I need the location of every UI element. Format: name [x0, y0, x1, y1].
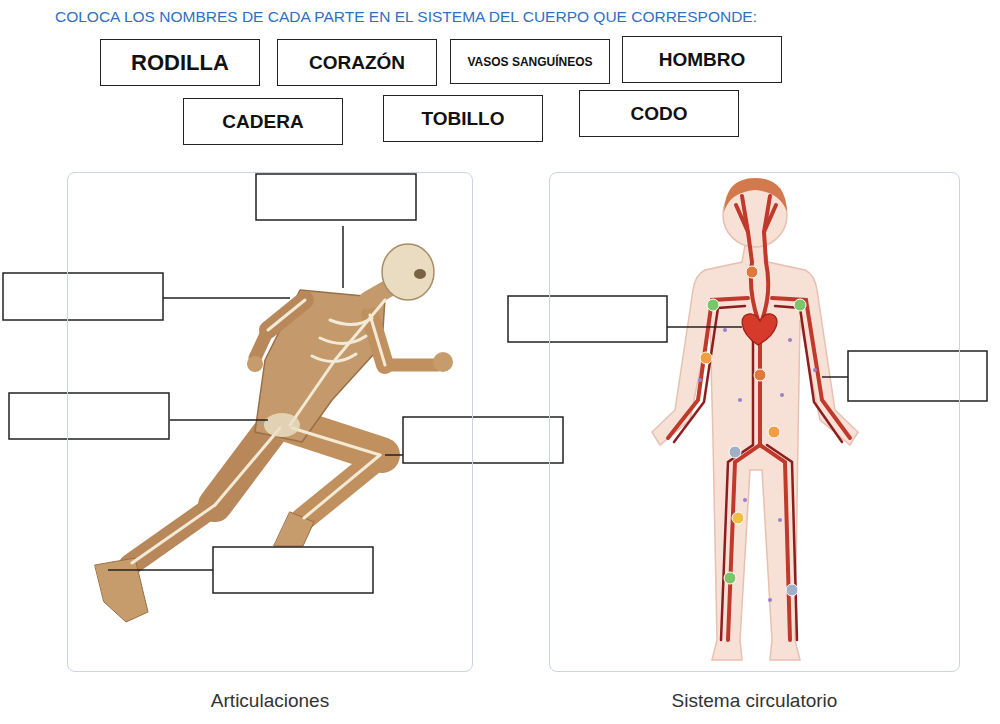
panel-frame: [549, 172, 960, 672]
figure-panel: Articulaciones: [67, 172, 473, 718]
word-card: TOBILLO: [383, 95, 543, 142]
word-label: CODO: [631, 103, 688, 125]
word-card: VASOS SANGUÍNEOS: [450, 39, 610, 84]
word-card: CORAZÓN: [277, 39, 437, 86]
word-card: RODILLA: [100, 39, 260, 86]
worksheet-title: COLOCA LOS NOMBRES DE CADA PARTE EN EL S…: [55, 8, 757, 26]
panel-caption: Articulaciones: [67, 690, 473, 712]
panel-caption: Sistema circulatorio: [549, 690, 960, 712]
word-label: RODILLA: [131, 50, 229, 76]
word-card: CODO: [579, 90, 739, 137]
panel-frame: [67, 172, 473, 672]
word-label: HOMBRO: [659, 49, 746, 71]
word-card: HOMBRO: [622, 36, 782, 83]
word-label: CORAZÓN: [309, 52, 405, 74]
word-label: TOBILLO: [421, 108, 504, 130]
answer-boxes: [3, 174, 987, 593]
leader-lines: [108, 226, 848, 570]
word-card: CADERA: [183, 98, 343, 145]
word-label: CADERA: [222, 111, 303, 133]
word-label: VASOS SANGUÍNEOS: [467, 55, 592, 69]
figure-panel: Sistema circulatorio: [549, 172, 960, 718]
circulatory-figure: [652, 178, 858, 660]
